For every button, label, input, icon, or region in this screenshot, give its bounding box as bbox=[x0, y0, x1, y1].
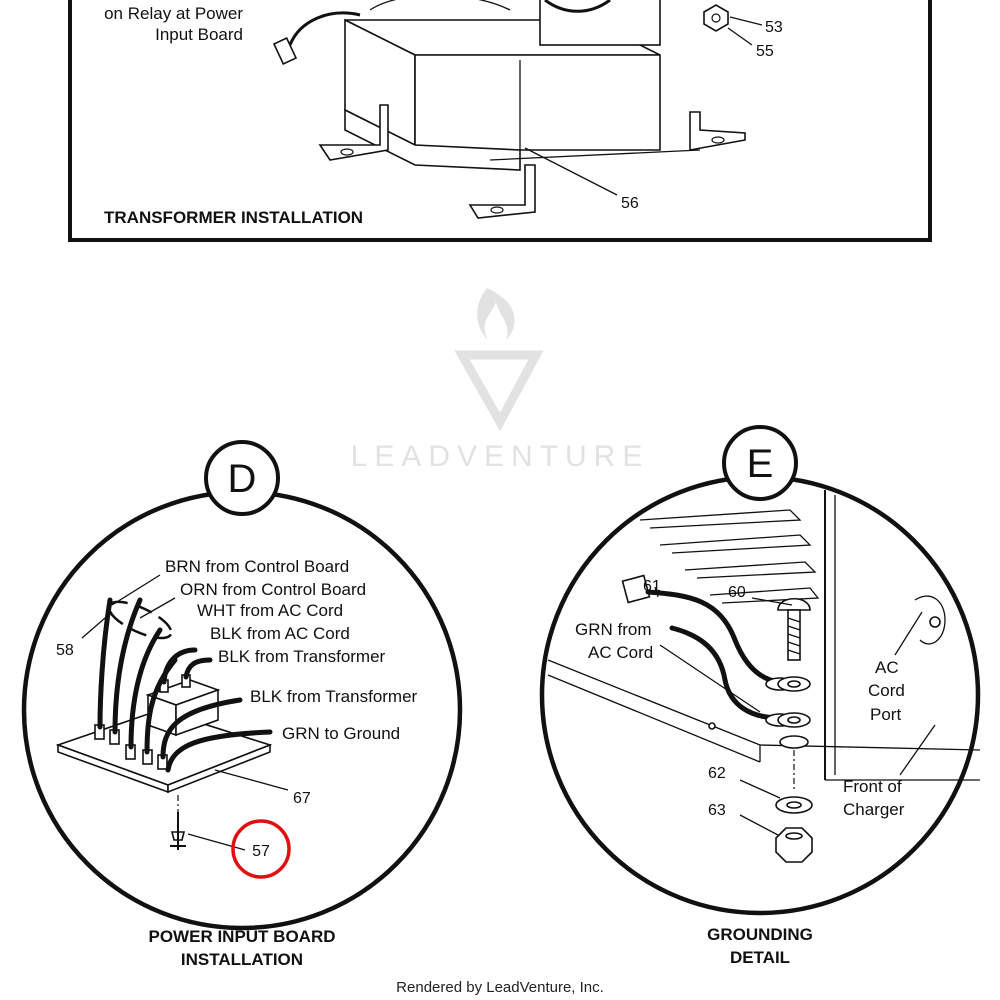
callout-63: 63 bbox=[708, 802, 726, 819]
nut-53-55 bbox=[703, 4, 729, 32]
nut-63 bbox=[775, 827, 813, 863]
wire-label-grn-ground: GRN to Ground bbox=[282, 724, 400, 743]
ground-hardware bbox=[775, 597, 813, 863]
detail-d-caption-line1: POWER INPUT BOARD bbox=[149, 927, 336, 946]
detail-e-caption-line2: DETAIL bbox=[730, 948, 790, 967]
ac-label-line3: Port bbox=[870, 705, 901, 724]
wire-label-blk-transformer-1: BLK from Transformer bbox=[218, 647, 386, 666]
callout-57: 57 bbox=[252, 843, 270, 860]
ac-label-line2: Cord bbox=[868, 681, 905, 700]
grn-label-line1: GRN from bbox=[575, 620, 652, 639]
leadventure-watermark: LEADVENTURE bbox=[351, 288, 650, 473]
flame-icon bbox=[477, 288, 515, 340]
detail-e-letter: E bbox=[747, 442, 774, 486]
transformer-panel-frame bbox=[68, 0, 932, 242]
callout-55: 55 bbox=[756, 43, 774, 60]
detail-d-letter: D bbox=[228, 457, 257, 501]
ac-label-line1: AC bbox=[875, 658, 899, 677]
ground-wires bbox=[621, 574, 795, 727]
callout-57-highlight bbox=[231, 819, 291, 879]
watermark-brand: LEADVENTURE bbox=[351, 440, 650, 473]
detail-e-badge bbox=[722, 425, 798, 501]
detail-d-caption-line2: INSTALLATION bbox=[181, 950, 303, 969]
wire-label-orn: ORN from Control Board bbox=[180, 580, 366, 599]
callout-61: 61 bbox=[643, 578, 661, 595]
relay-wire-lead bbox=[272, 11, 361, 65]
power-input-board-illustration bbox=[55, 597, 273, 850]
chevron-logo-icon bbox=[454, 350, 544, 432]
wire-label-blk-ac: BLK from AC Cord bbox=[210, 624, 350, 643]
wire-label-brn: BRN from Control Board bbox=[165, 557, 349, 576]
callout-60: 60 bbox=[728, 584, 746, 601]
transformer-illustration bbox=[318, 0, 746, 219]
relay-label-line1: on Relay at Power bbox=[104, 4, 243, 23]
footer-credit: Rendered by LeadVenture, Inc. bbox=[396, 979, 604, 996]
detail-e-grounding: E bbox=[539, 425, 981, 967]
transformer-installation-panel: on Relay at Power Input Board 53 55 56 T… bbox=[68, 0, 932, 242]
detail-d-badge bbox=[204, 440, 280, 516]
callout-67: 67 bbox=[293, 790, 311, 807]
front-label-line2: Charger bbox=[843, 800, 905, 819]
callout-58: 58 bbox=[56, 642, 74, 659]
front-label-line1: Front of bbox=[843, 777, 902, 796]
relay-label-line2: Input Board bbox=[155, 25, 243, 44]
detail-e-caption-line1: GROUNDING bbox=[707, 925, 813, 944]
grn-label-line2: AC Cord bbox=[588, 643, 653, 662]
transformer-installation-caption: TRANSFORMER INSTALLATION bbox=[104, 208, 363, 227]
wire-label-wht: WHT from AC Cord bbox=[197, 601, 343, 620]
callout-62: 62 bbox=[708, 765, 726, 782]
callout-56: 56 bbox=[621, 195, 639, 212]
wire-label-blk-transformer-2: BLK from Transformer bbox=[250, 687, 418, 706]
detail-d-power-input-board: D bbox=[21, 440, 463, 969]
detail-e-circle bbox=[539, 474, 981, 916]
callout-53: 53 bbox=[765, 19, 783, 36]
